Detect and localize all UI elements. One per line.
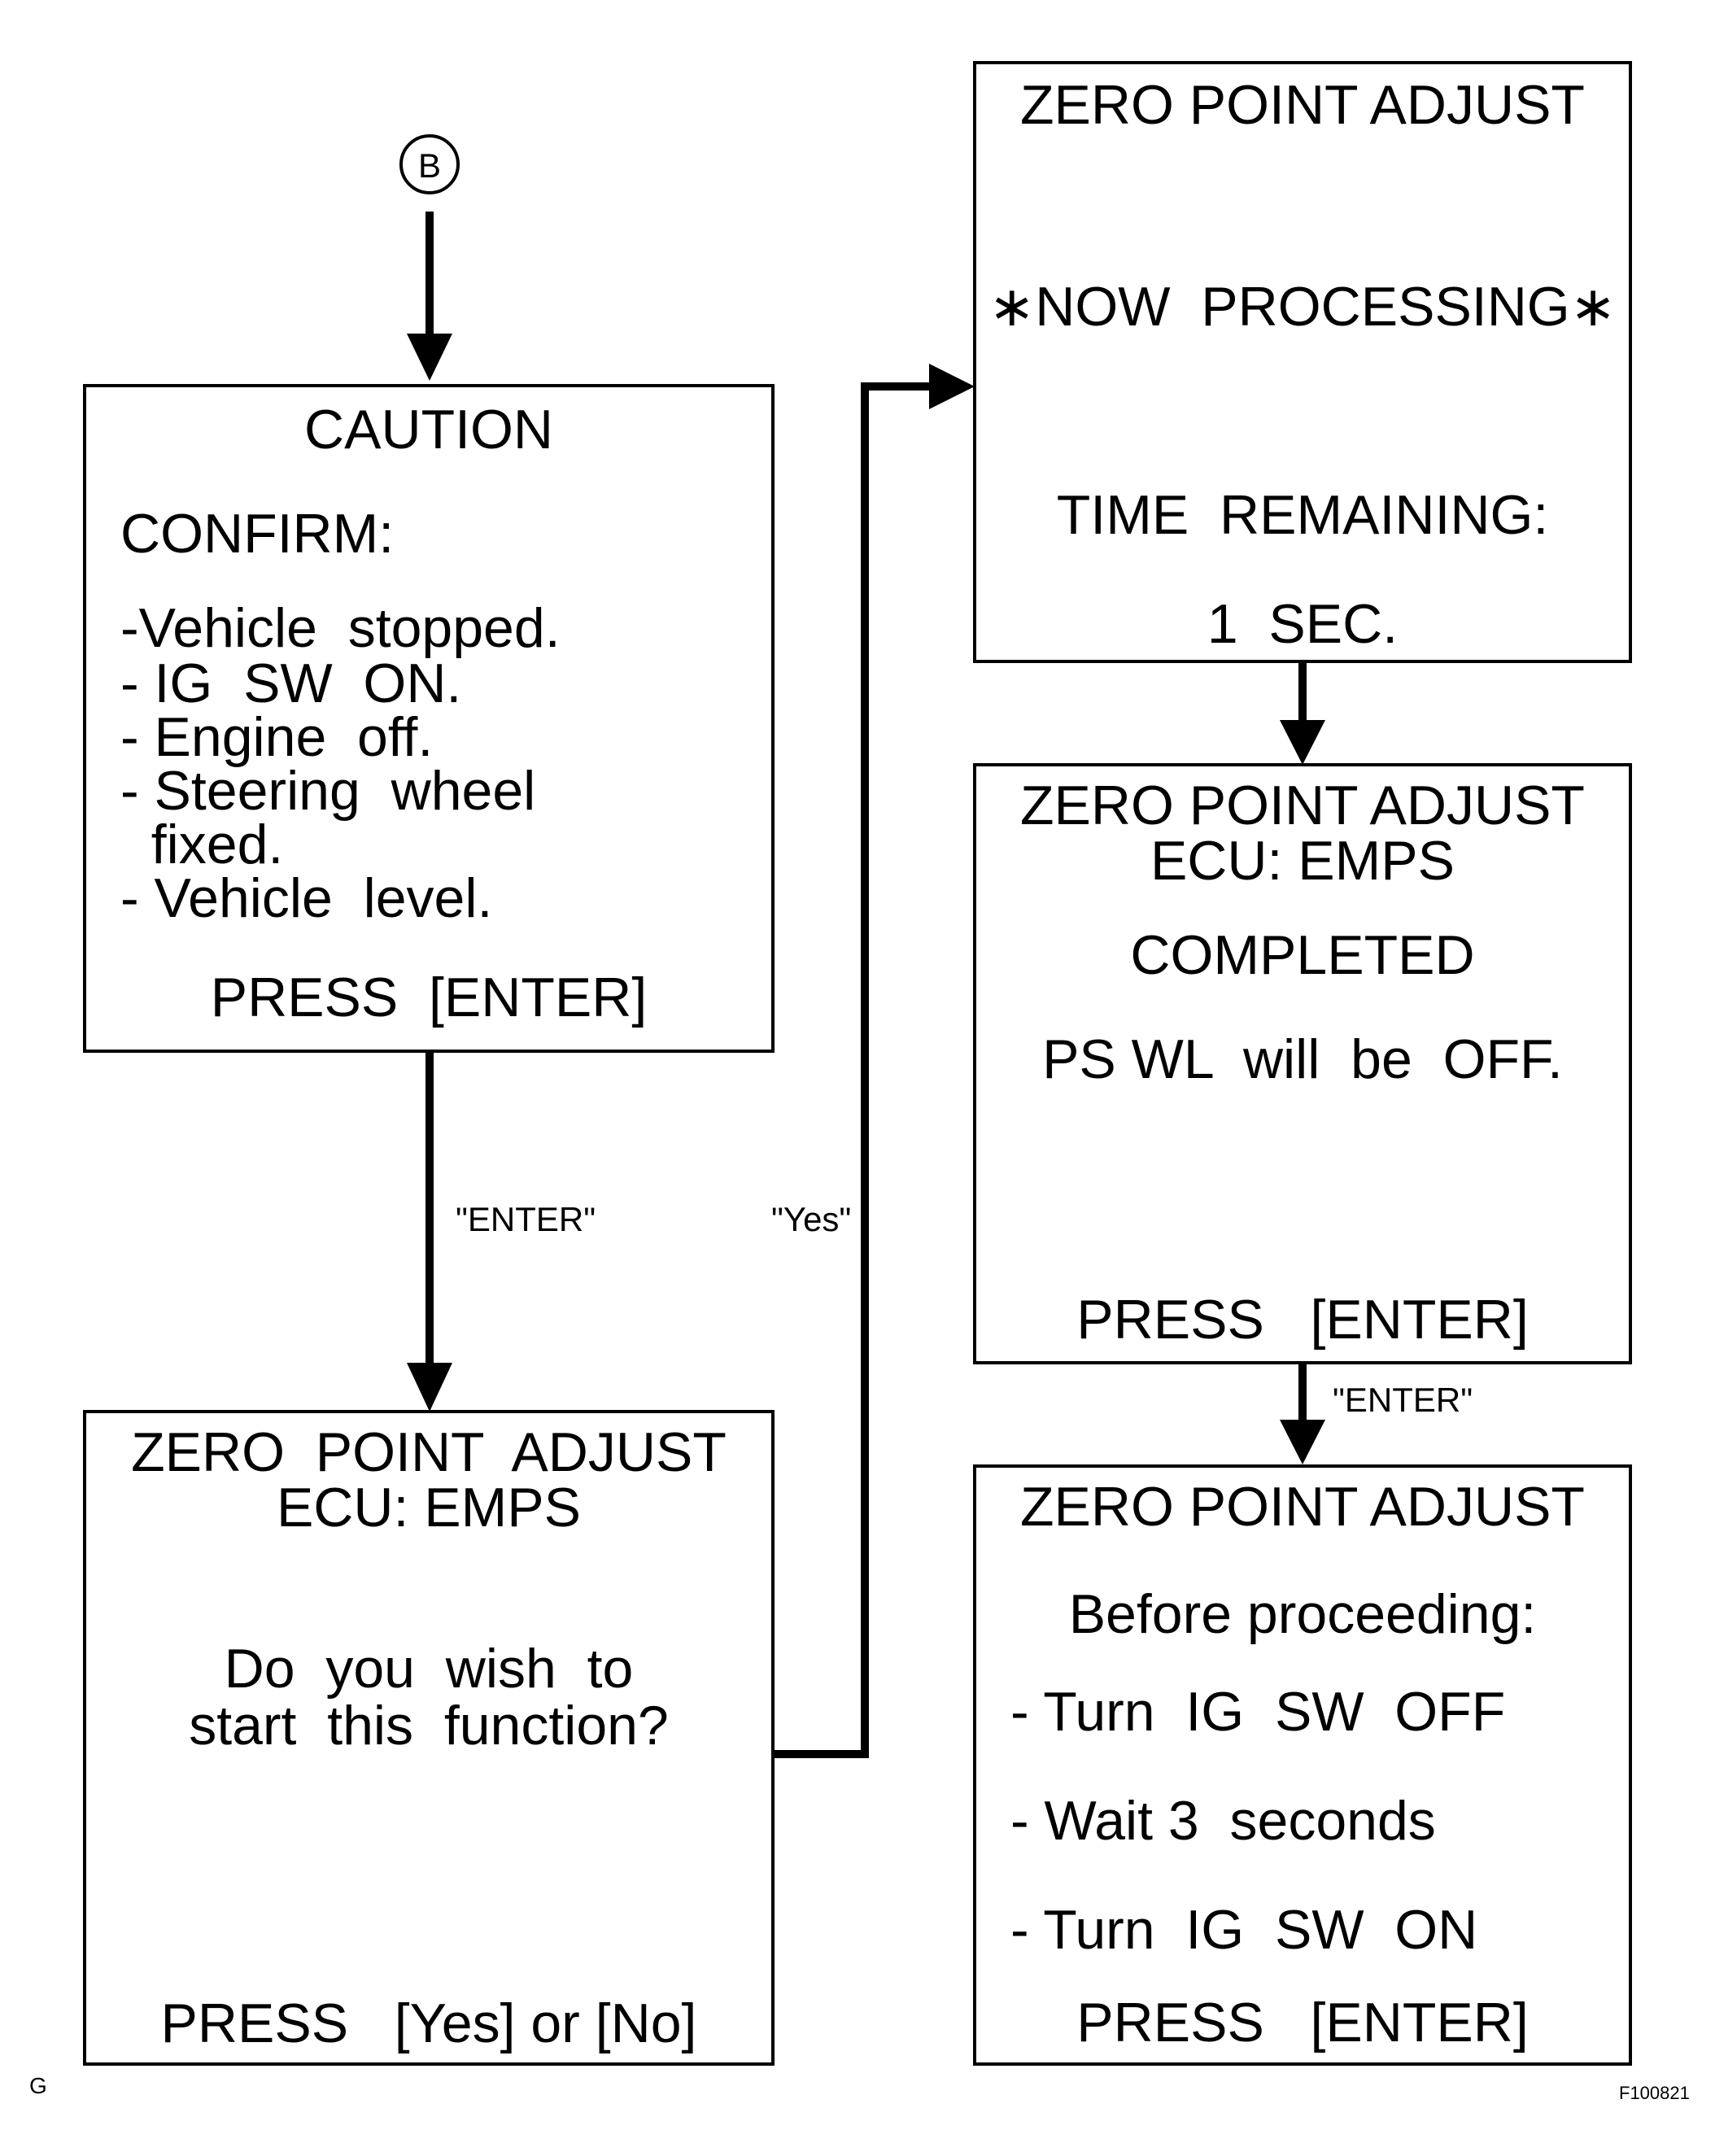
screen-title: ZERO POINT ADJUST (1020, 74, 1585, 136)
arrow-start-to-processing (773, 382, 936, 1758)
instruction-step: - Turn IG SW OFF (1010, 1681, 1506, 1743)
processing-status: ∗NOW PROCESSING∗ (988, 276, 1617, 338)
ecu-name: ECU: EMPS (276, 1477, 582, 1538)
arrowhead (407, 1363, 452, 1412)
connector-b-label: B (418, 146, 441, 185)
caution-item: - Steering wheel (120, 760, 536, 822)
caution-item: - Engine off. (120, 706, 434, 768)
arrowhead (929, 364, 975, 409)
completed-screen: ZERO POINT ADJUST ECU: EMPS COMPLETED PS… (973, 763, 1632, 1364)
press-yes-no-prompt: PRESS [Yes] or [No] (160, 1992, 697, 2054)
processing-screen: ZERO POINT ADJUST ∗NOW PROCESSING∗ TIME … (973, 61, 1632, 663)
ecu-name: ECU: EMPS (1150, 830, 1455, 892)
press-enter-prompt: PRESS [ENTER] (210, 967, 648, 1028)
press-enter-prompt: PRESS [ENTER] (1076, 1992, 1529, 2053)
arrowhead (1280, 720, 1325, 765)
arrowhead (407, 334, 452, 381)
start-question: start this function? (189, 1695, 669, 1757)
warning-light-note: PS WL will be OFF. (1042, 1028, 1563, 1090)
start-question: Do you wish to (224, 1638, 634, 1700)
completed-status: COMPLETED (1130, 924, 1475, 986)
caution-item: -Vehicle stopped. (120, 597, 561, 659)
arrowhead (1280, 1420, 1325, 1464)
figure-id: F100821 (1619, 2083, 1690, 2103)
confirm-heading: CONFIRM: (120, 503, 395, 565)
caution-title: CAUTION (304, 399, 553, 460)
before-proceeding-label: Before proceeding: (1068, 1583, 1537, 1645)
instruction-step: - Wait 3 seconds (1010, 1790, 1436, 1852)
edge-label-yes: "Yes" (771, 1200, 852, 1238)
connector-b-circle (399, 134, 460, 194)
caution-item: fixed. (120, 814, 284, 875)
caution-screen: CAUTION CONFIRM: -Vehicle stopped. - IG … (83, 384, 775, 1053)
time-remaining-label: TIME REMAINING: (1056, 484, 1549, 546)
corner-mark: G (29, 2073, 47, 2098)
screen-title: ZERO POINT ADJUST (1020, 775, 1585, 836)
caution-item: - IG SW ON. (120, 652, 462, 714)
caution-item: - Vehicle level. (120, 867, 493, 929)
edge-label-enter: "ENTER" (1333, 1381, 1473, 1419)
time-remaining-value: 1 SEC. (1207, 593, 1399, 655)
screen-title: ZERO POINT ADJUST (131, 1421, 727, 1483)
press-enter-prompt: PRESS [ENTER] (1076, 1289, 1529, 1351)
screen-title: ZERO POINT ADJUST (1020, 1476, 1585, 1538)
start-function-screen: ZERO POINT ADJUST ECU: EMPS Do you wish … (83, 1410, 775, 2066)
instruction-step: - Turn IG SW ON (1010, 1899, 1478, 1961)
edge-label-enter: "ENTER" (456, 1200, 596, 1238)
final-instructions-screen: ZERO POINT ADJUST Before proceeding: - T… (973, 1464, 1632, 2066)
